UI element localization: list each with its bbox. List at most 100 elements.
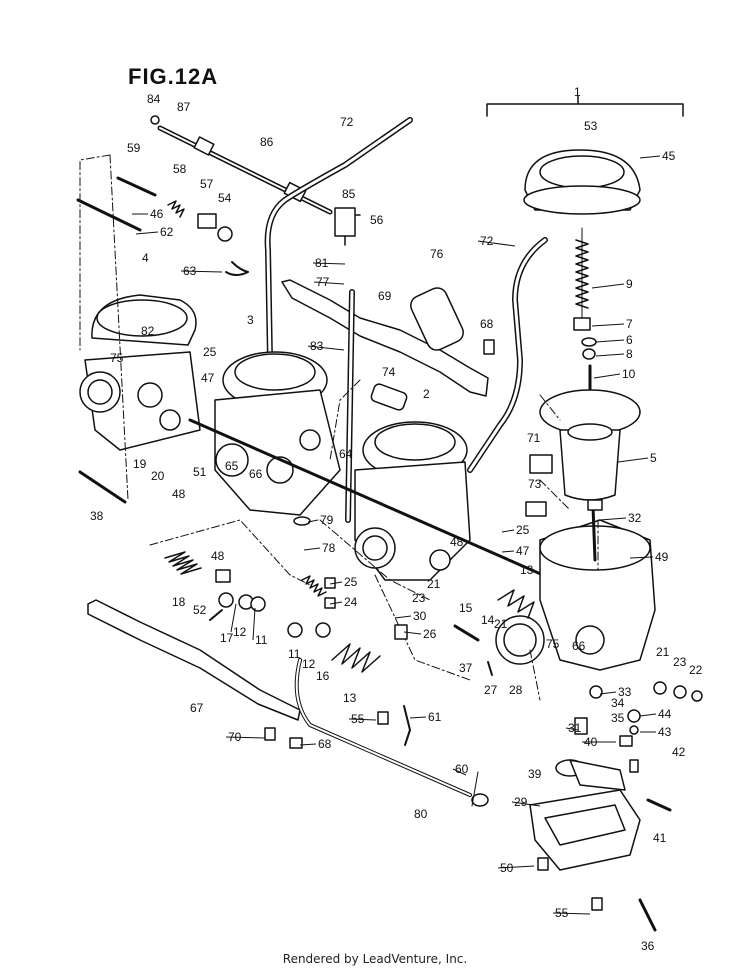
- callout-leader-47: [501, 550, 515, 553]
- part-callout-54: 54: [218, 191, 232, 205]
- part-callout-72: 72: [340, 115, 354, 129]
- part-callout-71: 71: [527, 431, 541, 445]
- link-bar: [87, 599, 301, 721]
- part-callout-12: 12: [233, 625, 247, 639]
- part-callout-14: 14: [481, 613, 495, 627]
- callout-leader-8: [595, 353, 625, 357]
- carburetor-3: [214, 351, 341, 516]
- part-callout-66: 66: [249, 467, 263, 481]
- callout-leader-31: [565, 727, 579, 731]
- diaphragm-piston: [539, 389, 641, 501]
- callout-leader-5: [617, 457, 649, 463]
- part-callout-58: 58: [173, 162, 187, 176]
- part-callout-82: 82: [141, 324, 155, 338]
- callout-leader-30: [394, 615, 412, 619]
- part-callout-6: 6: [626, 333, 633, 347]
- part-callout-66: 66: [572, 639, 586, 653]
- callout-leader-9: [591, 283, 625, 289]
- callout-leader-26: [403, 631, 422, 635]
- callout-leader-70: [225, 736, 266, 739]
- figure-title: FIG.12A: [128, 64, 219, 89]
- part-callout-48: 48: [450, 535, 464, 549]
- callout-leader-12: [230, 603, 237, 633]
- part-callout-13: 13: [520, 563, 534, 577]
- part-callout-11: 11: [255, 633, 268, 647]
- part-callout-32: 32: [628, 511, 642, 525]
- part-callout-50: 50: [500, 861, 514, 875]
- callout-leader-29: [511, 801, 541, 807]
- part-callout-47: 47: [201, 371, 215, 385]
- spring-13: [331, 643, 381, 673]
- carburetor-4: [79, 294, 201, 451]
- part-callout-81: 81: [315, 256, 329, 270]
- part-callout-12: 12: [302, 657, 316, 671]
- carburetor-2: [354, 421, 471, 581]
- callout-leader-78: [303, 547, 321, 551]
- part-callout-19: 19: [133, 457, 147, 471]
- part-callout-67: 67: [190, 701, 204, 715]
- rod-41: [646, 798, 672, 812]
- part-callout-21: 21: [656, 645, 670, 659]
- part-callout-78: 78: [322, 541, 336, 555]
- top-cap: [523, 149, 641, 215]
- part-callout-11: 11: [288, 647, 301, 661]
- part-callout-31: 31: [568, 721, 582, 735]
- part-callout-38: 38: [90, 509, 104, 523]
- callout-leader-50: [497, 865, 535, 869]
- part-callout-36: 36: [641, 939, 655, 953]
- part-callout-72: 72: [480, 234, 494, 248]
- part-callout-63: 63: [183, 264, 197, 278]
- part-callout-7: 7: [626, 317, 633, 331]
- part-callout-37: 37: [459, 661, 473, 675]
- part-callout-62: 62: [160, 225, 174, 239]
- part-callout-2: 2: [423, 387, 430, 401]
- part-callout-70: 70: [228, 730, 242, 744]
- part-callout-35: 35: [611, 711, 625, 725]
- part-callout-41: 41: [653, 831, 667, 845]
- carburetor-1: [495, 519, 656, 671]
- part-callout-51: 51: [193, 465, 207, 479]
- part-callout-84: 84: [147, 92, 161, 106]
- float-chamber: [529, 759, 641, 871]
- callout-leader-24: [329, 601, 343, 605]
- callout-leader-60: [452, 768, 467, 776]
- linkage-plate: [281, 279, 489, 397]
- spring-27: [497, 589, 535, 619]
- callout-leader-7: [591, 323, 625, 327]
- part-callout-17: 17: [220, 631, 234, 645]
- part-callout-25: 25: [203, 345, 217, 359]
- callout-leader-68: [299, 743, 317, 746]
- part-callout-9: 9: [626, 277, 633, 291]
- part-callout-1: 1: [574, 85, 581, 99]
- callout-leader-77: [313, 281, 345, 285]
- part-callout-3: 3: [247, 313, 254, 327]
- part-callout-48: 48: [211, 549, 225, 563]
- part-callout-4: 4: [142, 251, 149, 265]
- part-callout-40: 40: [584, 735, 598, 749]
- part-callout-23: 23: [673, 655, 687, 669]
- callout-leader-45: [639, 155, 661, 159]
- joint-tube: [410, 287, 464, 351]
- part-callout-45: 45: [662, 149, 676, 163]
- part-callout-25: 25: [344, 575, 358, 589]
- part-callout-25: 25: [516, 523, 530, 537]
- part-callout-18: 18: [172, 595, 186, 609]
- part-callout-60: 60: [455, 762, 469, 776]
- part-callout-77: 77: [316, 275, 330, 289]
- part-callout-33: 33: [618, 685, 632, 699]
- part-callout-43: 43: [658, 725, 672, 739]
- spring-18: [164, 551, 202, 575]
- footer-credit: Rendered by LeadVenture, Inc.: [282, 952, 468, 966]
- part-callout-65: 65: [225, 459, 239, 473]
- part-callout-75: 75: [546, 637, 560, 651]
- part-callout-55: 55: [351, 712, 365, 726]
- part-callout-8: 8: [626, 347, 633, 361]
- part-callout-57: 57: [200, 177, 214, 191]
- part-callout-83: 83: [310, 339, 324, 353]
- callout-leader-44: [639, 713, 657, 717]
- part-callout-27: 27: [484, 683, 498, 697]
- part-callout-30: 30: [413, 609, 427, 623]
- part-callout-85: 85: [342, 187, 356, 201]
- part-callout-49: 49: [655, 550, 669, 564]
